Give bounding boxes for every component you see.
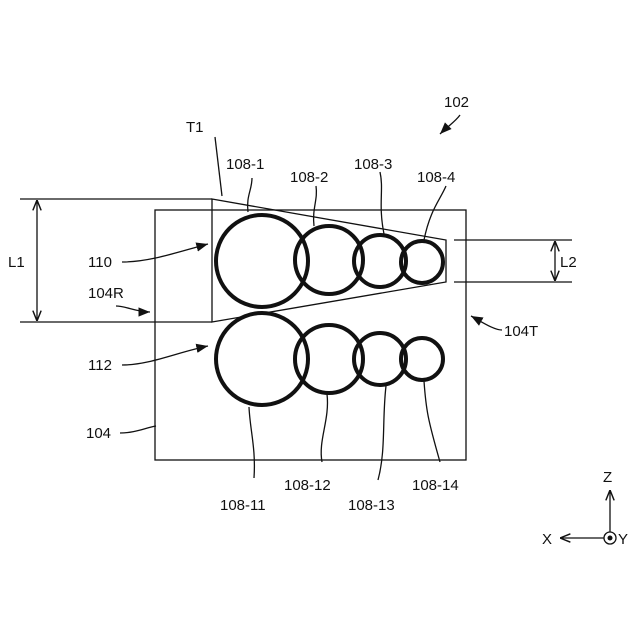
x-axis-label: X — [542, 531, 552, 548]
z-axis-label: Z — [603, 469, 612, 486]
leader-104t — [471, 316, 502, 330]
leader-104 — [120, 426, 156, 433]
label-l1: L1 — [8, 254, 25, 271]
label-108-14: 108-14 — [412, 477, 459, 494]
leader-112 — [122, 346, 208, 365]
label-104t: 104T — [504, 323, 538, 340]
label-l2: L2 — [560, 254, 577, 271]
substrate-outline — [155, 210, 466, 460]
label-108-12: 108-12 — [284, 477, 331, 494]
coordinate-axes: Z X Y — [542, 469, 628, 548]
leader-108-1 — [248, 178, 252, 212]
label-108-3: 108-3 — [354, 156, 392, 173]
label-102: 102 — [444, 94, 469, 111]
label-104: 104 — [86, 425, 111, 442]
label-108-11: 108-11 — [220, 497, 266, 514]
label-108-13: 108-13 — [348, 497, 395, 514]
leader-104r — [116, 306, 150, 312]
label-108-4: 108-4 — [417, 169, 455, 186]
leader-108-2 — [314, 186, 317, 226]
label-108-2: 108-2 — [290, 169, 328, 186]
leader-108-12 — [321, 394, 327, 462]
leader-108-4 — [424, 186, 446, 240]
leader-108-14 — [424, 381, 440, 462]
leader-108-13 — [378, 386, 386, 480]
label-t1: T1 — [186, 119, 204, 136]
label-110: 110 — [88, 254, 112, 271]
leader-t1 — [215, 137, 222, 196]
label-108-1: 108-1 — [226, 156, 264, 173]
label-104r: 104R — [88, 285, 124, 302]
y-axis-dot — [608, 536, 613, 541]
leader-108-11 — [249, 407, 254, 478]
leader-108-3 — [380, 172, 384, 234]
label-112: 112 — [88, 357, 112, 374]
leader-102 — [440, 115, 460, 134]
leader-110 — [122, 244, 208, 262]
y-axis-label: Y — [618, 531, 628, 548]
